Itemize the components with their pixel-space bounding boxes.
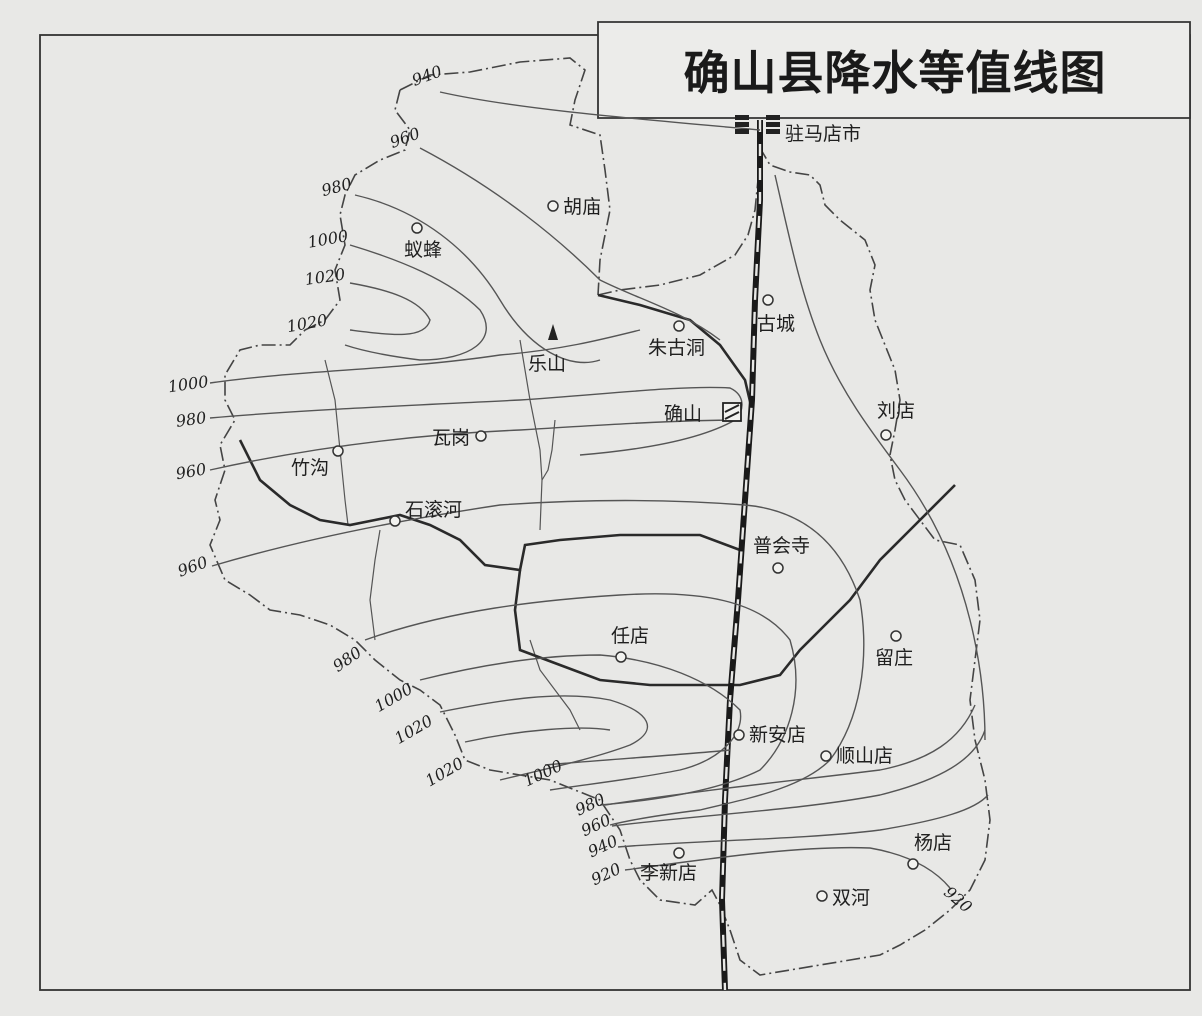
road-south <box>513 484 956 687</box>
town-marker <box>411 222 423 234</box>
river-west <box>324 359 349 526</box>
contour-label: 960 <box>387 124 422 152</box>
river-center <box>519 339 543 531</box>
county-seat-icon <box>722 402 742 422</box>
town-marker <box>673 320 685 332</box>
contour-label: 1000 <box>167 372 210 396</box>
contour-label: 1000 <box>520 756 565 790</box>
place-label-zhugou: 竹沟 <box>291 457 329 479</box>
place-label-xinandian: 新安店 <box>749 724 806 746</box>
river-southwest <box>529 639 581 731</box>
town-marker <box>389 515 401 527</box>
contour-label: 1020 <box>422 753 467 790</box>
town-marker <box>762 294 774 306</box>
road-north <box>597 293 754 411</box>
town-marker <box>816 890 828 902</box>
town-marker <box>475 430 487 442</box>
contour-label: 1000 <box>371 679 416 716</box>
town-marker <box>907 858 919 870</box>
town-markers <box>332 200 919 902</box>
contour-label: 940 <box>409 61 444 89</box>
town-marker <box>673 847 685 859</box>
place-label-hudian: 胡庙 <box>563 196 601 218</box>
place-label-yifeng: 蚁蜂 <box>404 239 442 261</box>
place-label-zhugudong: 朱古洞 <box>648 337 705 359</box>
town-marker <box>890 630 902 642</box>
town-marker <box>332 445 344 457</box>
river-branch <box>541 419 556 481</box>
place-label-leshan: 乐山 <box>528 353 566 375</box>
place-label-shigunhe: 石滚河 <box>405 499 462 521</box>
place-label-yangdian: 杨店 <box>914 832 952 854</box>
town-marker <box>615 651 627 663</box>
road-west <box>238 439 741 572</box>
place-label-lixindian: 李新店 <box>640 862 697 884</box>
contour-label: 960 <box>175 552 210 580</box>
town-marker <box>772 562 784 574</box>
place-label-rendian: 任店 <box>611 625 649 647</box>
contour-label: 980 <box>329 643 365 676</box>
contour-label: 1020 <box>303 265 346 289</box>
contour-label: 1020 <box>285 310 328 336</box>
contour-label: 920 <box>588 859 624 889</box>
place-label-liudian: 刘店 <box>877 400 915 422</box>
mountain-peak-icon <box>548 324 558 340</box>
place-label-shunshandian: 顺山店 <box>836 745 893 767</box>
place-label-wagang: 瓦岗 <box>432 427 470 449</box>
contour-lines <box>209 91 989 889</box>
place-label-shuanghe: 双河 <box>832 887 870 909</box>
place-label-liuzhuang: 留庄 <box>875 647 913 669</box>
town-marker <box>820 750 832 762</box>
place-label-queshan: 确山 <box>664 403 702 425</box>
contour-label: 980 <box>175 408 208 431</box>
city-icon <box>735 115 780 134</box>
contour-label: 1020 <box>391 711 436 748</box>
place-label-zhumadian: 驻马店市 <box>785 123 861 145</box>
contour-label: 980 <box>319 174 353 200</box>
place-labels: 驻马店市 胡庙 蚁蜂 古城 乐山 朱古洞 确山 刘店 瓦岗 竹沟 石滚河 普会寺… <box>291 123 952 909</box>
town-marker <box>880 429 892 441</box>
town-marker <box>547 200 559 212</box>
place-label-gucheng: 古城 <box>757 313 795 335</box>
county-border <box>209 57 991 976</box>
railway-inner <box>720 120 762 991</box>
title-box <box>597 21 1191 119</box>
town-marker <box>733 729 745 741</box>
contour-label: 960 <box>174 459 207 483</box>
river-south <box>369 529 381 641</box>
place-label-puhuisi: 普会寺 <box>753 535 810 557</box>
